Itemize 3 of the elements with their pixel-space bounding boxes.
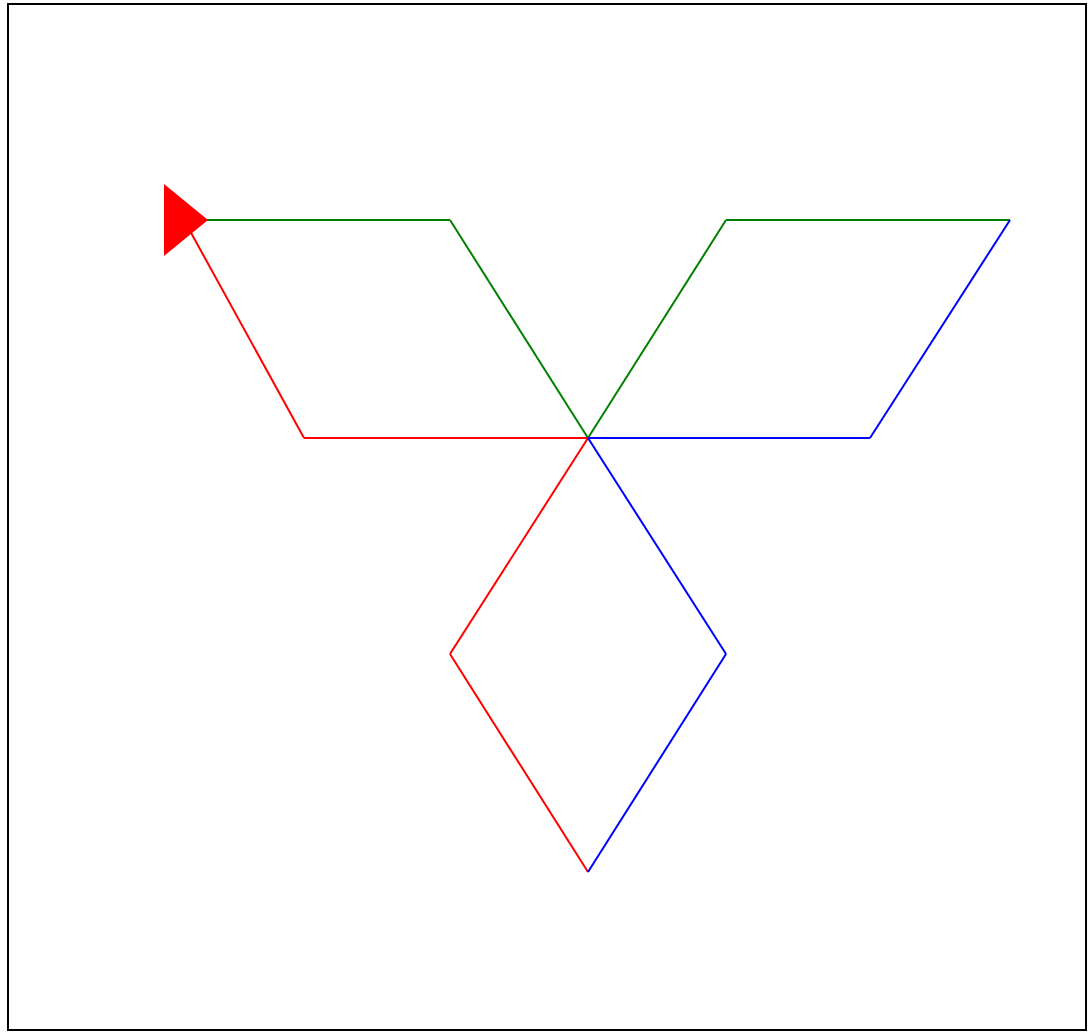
turtle-cursor bbox=[164, 184, 208, 256]
rhombus-outline bbox=[587, 219, 1011, 439]
rhombus-outline bbox=[449, 437, 727, 873]
